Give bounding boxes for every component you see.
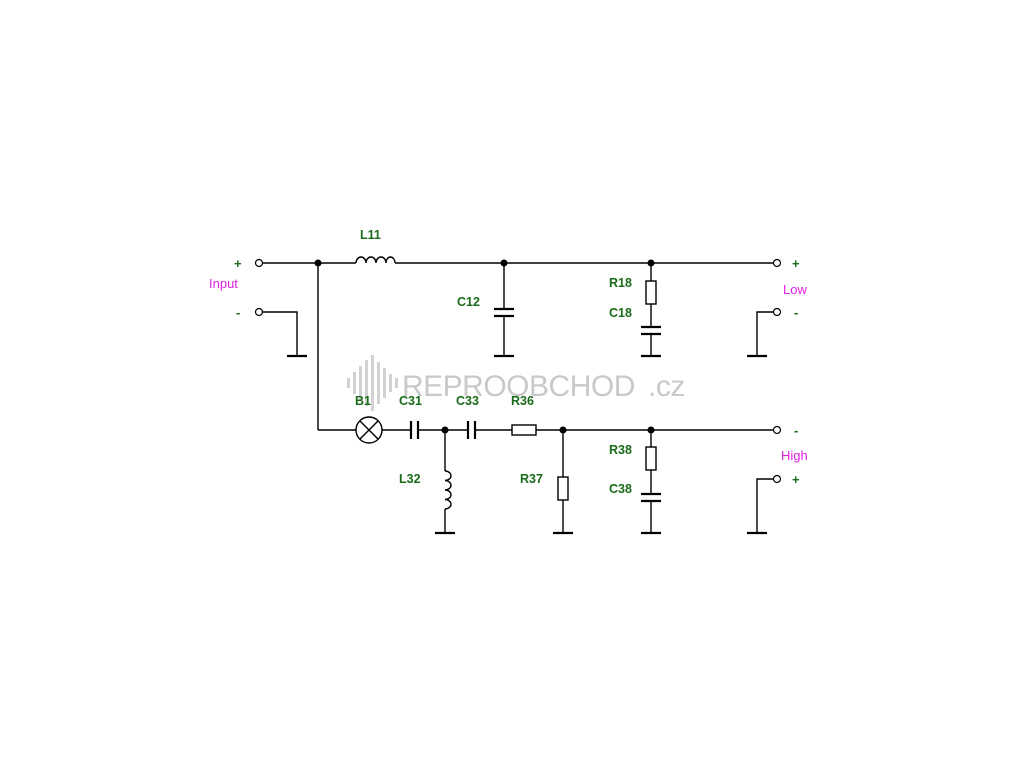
low-minus-sign: - [794,305,798,320]
resistor-r36 [511,424,537,436]
capacitor-c31 [409,421,420,439]
watermark-logo-bars [347,355,398,411]
wires [262,262,773,532]
input-plus-sign: + [234,256,242,271]
junction-dot [559,426,567,434]
junctions [314,259,655,434]
label-c33: C33 [456,394,479,408]
capacitor-c33 [466,421,477,439]
label-b1: B1 [355,394,371,408]
label-c31: C31 [399,394,422,408]
terminals [254,258,782,484]
terminal-input-minus [254,307,264,317]
label-r36: R36 [511,394,534,408]
label-l11: L11 [360,228,381,242]
label-c18: C18 [609,306,632,320]
high-bottom-sign: + [792,472,800,487]
inductor-l32 [444,470,452,510]
label-l32: L32 [399,472,421,486]
capacitor-c38 [641,492,661,503]
capacitor-c12 [494,307,514,318]
port-label-low: Low [783,282,807,297]
watermark-suffix: .cz [648,370,685,403]
junction-dot [314,259,322,267]
low-plus-sign: + [792,256,800,271]
terminal-high-bottom [772,474,782,484]
junction-dot [647,259,655,267]
junction-dot [500,259,508,267]
junction-dot [647,426,655,434]
label-c12: C12 [457,295,480,309]
port-labels: Input Low High [209,276,808,463]
resistor-r37 [557,476,569,501]
terminal-input-plus [254,258,264,268]
port-label-high: High [781,448,808,463]
terminal-low-minus [772,307,782,317]
terminal-high-top [772,425,782,435]
inductor-l11 [355,256,396,264]
label-r37: R37 [520,472,543,486]
junction-dot [441,426,449,434]
lamp-b1 [355,416,383,444]
port-label-input: Input [209,276,238,291]
input-minus-sign: - [236,305,240,320]
ground-symbols [287,354,767,535]
terminal-low-plus [772,258,782,268]
resistor-r18 [645,280,657,305]
polarity-signs: + - + - - + [234,256,800,487]
resistor-r38 [645,446,657,471]
label-r18: R18 [609,276,632,290]
capacitor-c18 [641,325,661,336]
component-labels: L11 C12 R18 C18 B1 C31 C33 R36 L32 R37 R… [355,228,632,496]
watermark-text: REPROOBCHOD [402,370,635,403]
label-r38: R38 [609,443,632,457]
high-top-sign: - [794,423,798,438]
label-c38: C38 [609,482,632,496]
watermark: REPROOBCHOD .cz [347,355,685,411]
